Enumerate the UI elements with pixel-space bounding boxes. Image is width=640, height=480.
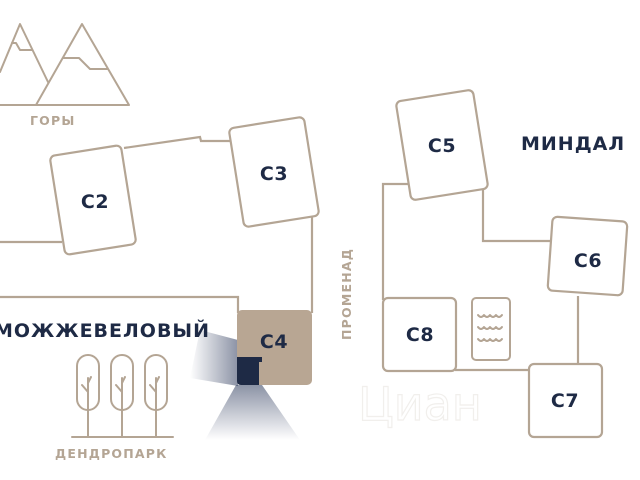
watermark: Циан [358,377,482,431]
building-label: С3 [260,163,288,185]
mountains-icon [0,23,130,106]
view-cone [190,330,300,440]
zone-label-juniper: МОЖЖЕВЕЛОВЫЙ [0,319,210,342]
building-c4[interactable]: С4 [237,310,312,385]
footpaths [0,135,580,372]
pool-waves-icon [471,297,511,361]
building-label: С4 [260,331,288,353]
building-label: С2 [81,191,109,213]
building-label: С7 [551,390,579,412]
zone-label-arboretum: ДЕНДРОПАРК [55,446,168,461]
building-c2[interactable]: С2 [49,144,137,256]
building-c5[interactable]: С5 [395,89,489,201]
building-c3[interactable]: С3 [228,116,320,228]
building-c8[interactable]: С8 [381,296,458,373]
building-c7[interactable]: С7 [527,362,604,439]
viewpoint-marker-icon [237,357,262,385]
zone-label-almond: МИНДАЛ [521,133,625,155]
building-c6[interactable]: С6 [546,215,629,297]
building-label: С6 [574,250,602,272]
building-label: С8 [406,324,434,346]
trees-icon [71,354,174,438]
zone-label-mountains: ГОРЫ [30,113,76,128]
zone-label-promenade: ПРОМЕНАД [339,248,354,340]
building-label: С5 [428,135,456,157]
